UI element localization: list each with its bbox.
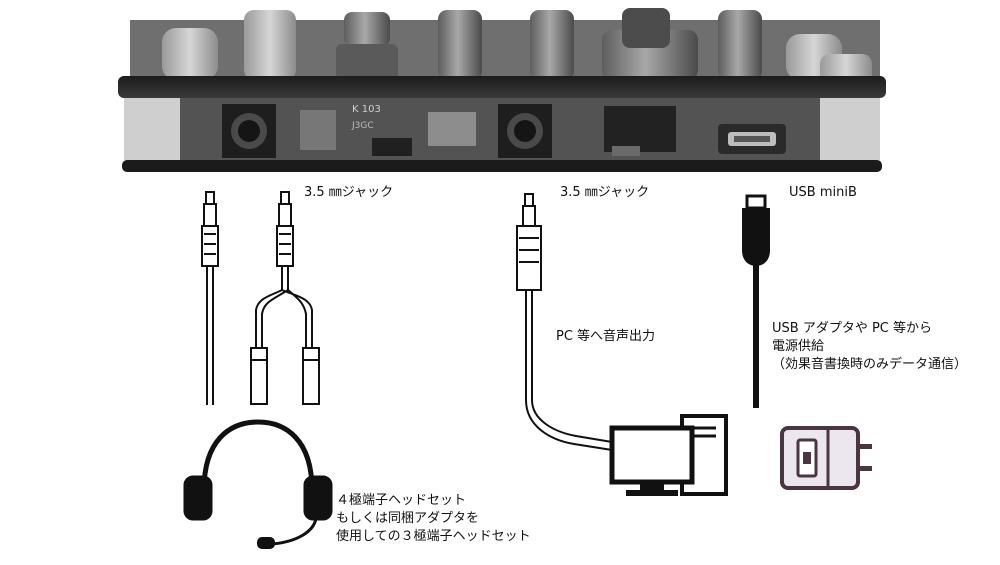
- bottom-plate: [122, 160, 882, 172]
- jack-left-body: [222, 104, 276, 158]
- computer-icon: [609, 414, 728, 496]
- power-line-2: 電源供給: [772, 339, 825, 354]
- splitter-adapter: [250, 191, 320, 405]
- chip: [372, 138, 412, 156]
- pillar-right: [820, 98, 880, 160]
- label-jack-left: 3.5 ㎜ジャック: [304, 185, 394, 200]
- knob-row: [162, 8, 872, 84]
- board-print-1: K 103: [352, 104, 381, 115]
- knob-1: [244, 10, 296, 80]
- label-pc-output: PC 等へ音声出力: [556, 329, 656, 344]
- device-board: K 103 J3GC: [118, 8, 886, 172]
- power-line-3: （効果音書換時のみデータ通信）: [772, 357, 968, 372]
- component-b: [428, 112, 476, 146]
- rubber-foot-left: [162, 28, 218, 80]
- board-print-2: J3GC: [351, 121, 374, 131]
- headset-line-1: ４極端子ヘッドセット: [336, 493, 467, 508]
- pc-cable: [516, 193, 613, 451]
- large-connector-cap: [622, 8, 670, 48]
- knob-4: [530, 10, 574, 80]
- knob-2-base: [336, 44, 398, 80]
- usb-cable: [742, 194, 770, 408]
- jack-right-body: [498, 104, 552, 158]
- top-plate: [118, 76, 886, 98]
- label-usb-minib: USB miniB: [789, 185, 857, 200]
- headset-icon: [183, 419, 333, 549]
- four-pole-plug: [201, 191, 219, 405]
- pillar-left: [124, 98, 180, 160]
- knob-5: [718, 10, 762, 80]
- usb-port-body: [718, 124, 786, 154]
- power-line-1: USB アダプタや PC 等から: [772, 321, 932, 336]
- label-power-supply: USB アダプタや PC 等から 電源供給 （効果音書換時のみデータ通信）: [772, 320, 992, 374]
- label-headset: ４極端子ヘッドセット もしくは同梱アダプタを 使用しての３極端子ヘッドセット: [336, 492, 576, 546]
- headset-line-2: もしくは同梱アダプタを: [336, 511, 480, 526]
- board-top-components: [130, 20, 880, 80]
- usb-charger-icon: [780, 426, 872, 490]
- label-jack-right: 3.5 ㎜ジャック: [560, 185, 650, 200]
- component-a: [300, 110, 336, 150]
- resistor: [612, 146, 640, 156]
- knob-2: [344, 12, 390, 46]
- knob-3: [438, 10, 482, 80]
- headset-line-3: 使用しての３極端子ヘッドセット: [336, 529, 531, 544]
- component-c: [604, 106, 676, 152]
- headset-cables: [201, 191, 320, 405]
